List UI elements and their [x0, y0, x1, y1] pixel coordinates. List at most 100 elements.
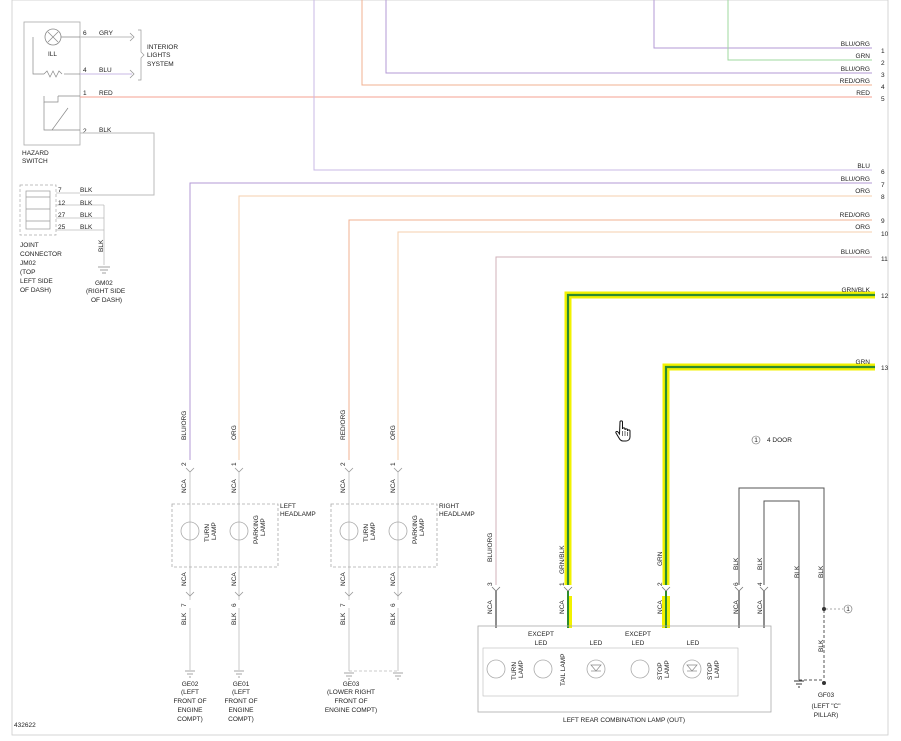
svg-text:COMPT): COMPT): [228, 716, 254, 723]
svg-text:ORG: ORG: [855, 188, 870, 195]
svg-text:(TOP: (TOP: [20, 269, 35, 276]
svg-text:9: 9: [881, 218, 885, 225]
svg-text:BLU/ORG: BLU/ORG: [841, 41, 870, 48]
svg-text:BLK: BLK: [99, 127, 112, 134]
svg-text:1: 1: [846, 606, 850, 613]
svg-text:BLK: BLK: [181, 612, 188, 625]
svg-text:ORG: ORG: [390, 425, 397, 440]
svg-text:BLU: BLU: [857, 163, 870, 170]
svg-text:3: 3: [881, 72, 885, 79]
svg-text:1: 1: [881, 48, 885, 55]
svg-text:8: 8: [881, 194, 885, 201]
svg-text:NCA: NCA: [231, 479, 238, 493]
svg-text:GE03: GE03: [343, 681, 360, 688]
svg-text:GE01: GE01: [233, 681, 250, 688]
svg-text:NCA: NCA: [733, 600, 740, 614]
svg-text:BLK: BLK: [80, 212, 93, 219]
svg-text:NCA: NCA: [231, 572, 238, 586]
svg-text:BLK: BLK: [818, 639, 825, 652]
svg-text:LAMP: LAMP: [419, 518, 426, 536]
svg-text:1: 1: [83, 90, 87, 97]
svg-text:NCA: NCA: [390, 572, 397, 586]
svg-text:FRONT OF: FRONT OF: [173, 698, 206, 705]
svg-text:7: 7: [181, 603, 188, 607]
svg-text:BLU/ORG: BLU/ORG: [487, 533, 494, 562]
svg-text:GRY: GRY: [99, 30, 114, 37]
svg-text:LED: LED: [590, 640, 603, 647]
hand-pointer-icon: [615, 420, 631, 442]
svg-text:1: 1: [231, 462, 238, 466]
svg-text:GRN/BLK: GRN/BLK: [559, 545, 566, 574]
top-bus-wires: [189, 0, 872, 585]
svg-text:FRONT OF: FRONT OF: [334, 698, 367, 705]
svg-text:PARKING: PARKING: [412, 515, 419, 544]
svg-text:3: 3: [487, 582, 494, 586]
svg-text:(LOWER RIGHT: (LOWER RIGHT: [327, 689, 375, 696]
svg-text:GE02: GE02: [182, 681, 199, 688]
page-frame: [11, 0, 889, 736]
svg-text:LEFT SIDE: LEFT SIDE: [20, 278, 53, 285]
svg-text:NCA: NCA: [657, 600, 664, 614]
svg-text:LAMP: LAMP: [714, 660, 721, 678]
diagram-id: 432622: [14, 722, 36, 729]
svg-text:COMPT): COMPT): [177, 716, 203, 723]
left-rear-combination-lamp: BLU/ORG GRN/BLK GRN BLK BLK BLK BLK BLK …: [477, 487, 853, 724]
right-headlamp: RED/ORG ORG 2 1 NCA NCA TURN LAMP PARKIN…: [325, 410, 475, 714]
svg-text:BLK: BLK: [757, 557, 764, 570]
svg-text:1: 1: [754, 437, 758, 444]
lamp-icon: [630, 659, 650, 679]
svg-text:BLU: BLU: [99, 67, 112, 74]
svg-text:ENGINE: ENGINE: [178, 707, 204, 714]
svg-text:LEFT: LEFT: [280, 503, 296, 510]
svg-text:11: 11: [881, 256, 888, 263]
hazard-label-2: SWITCH: [22, 158, 48, 165]
svg-text:BLU/ORG: BLU/ORG: [841, 176, 870, 183]
svg-text:OF DASH): OF DASH): [91, 297, 122, 304]
right-wire-labels: BLU/ORG 1 GRN 2 BLU/ORG 3 RED/ORG 4 RED …: [840, 41, 889, 372]
svg-text:7: 7: [58, 187, 62, 194]
svg-text:7: 7: [881, 182, 885, 189]
svg-text:TURN: TURN: [363, 524, 370, 542]
svg-text:BLK: BLK: [98, 239, 105, 252]
svg-text:GRN: GRN: [856, 359, 871, 366]
svg-text:NCA: NCA: [487, 600, 494, 614]
led-icon: [586, 659, 606, 679]
lamp-icon: [339, 521, 359, 541]
svg-text:ORG: ORG: [855, 224, 870, 231]
svg-text:TURN: TURN: [511, 662, 518, 680]
svg-text:EXCEPT: EXCEPT: [528, 631, 554, 638]
svg-text:13: 13: [881, 365, 889, 372]
svg-text:2: 2: [83, 128, 87, 135]
svg-text:BLK: BLK: [80, 200, 93, 207]
svg-text:25: 25: [58, 224, 66, 231]
svg-text:2: 2: [657, 582, 664, 586]
svg-text:LIGHTS: LIGHTS: [147, 52, 171, 59]
svg-text:6: 6: [83, 30, 87, 37]
svg-text:LAMP: LAMP: [664, 660, 671, 678]
svg-text:BLK: BLK: [794, 565, 801, 578]
svg-text:4: 4: [757, 582, 764, 586]
svg-text:12: 12: [881, 293, 889, 300]
svg-text:1: 1: [559, 582, 566, 586]
svg-text:ENGINE: ENGINE: [229, 707, 255, 714]
lamp-icon: [388, 521, 408, 541]
lamp-icon: [486, 659, 506, 679]
svg-text:JOINT: JOINT: [20, 242, 39, 249]
svg-text:12: 12: [58, 200, 66, 207]
svg-text:GRN: GRN: [856, 53, 871, 60]
svg-text:NCA: NCA: [340, 572, 347, 586]
highlighted-circuits: [564, 291, 875, 585]
svg-text:HEADLAMP: HEADLAMP: [439, 511, 475, 518]
svg-text:BLK: BLK: [340, 612, 347, 625]
led-icon: [682, 659, 702, 679]
hazard-label-1: HAZARD: [22, 150, 49, 157]
svg-text:6: 6: [390, 603, 397, 607]
svg-text:LAMP: LAMP: [518, 660, 525, 678]
ill-label: ILL: [48, 51, 57, 58]
svg-text:NCA: NCA: [757, 600, 764, 614]
svg-text:7: 7: [340, 603, 347, 607]
svg-text:RED: RED: [99, 90, 113, 97]
svg-text:(LEFT: (LEFT: [232, 689, 250, 696]
svg-text:4: 4: [881, 84, 885, 91]
